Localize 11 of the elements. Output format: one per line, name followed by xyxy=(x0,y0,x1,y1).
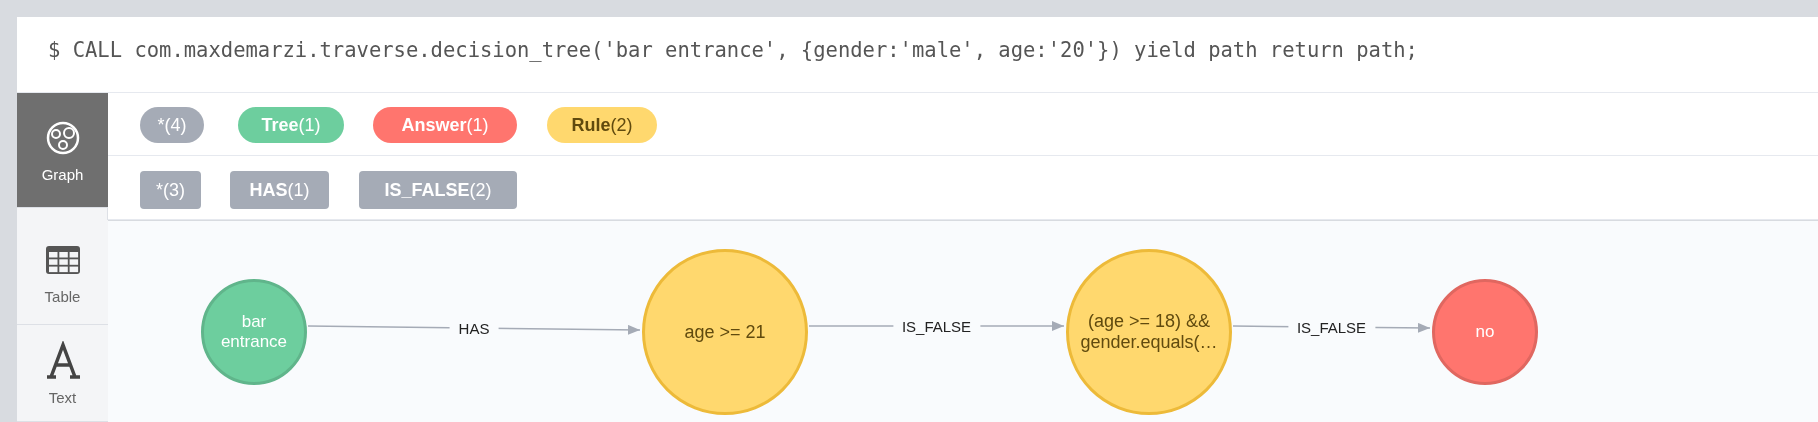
label-pill: *(4) xyxy=(140,107,204,143)
relationship-tag: IS_FALSE(2) xyxy=(359,171,517,209)
tab-label: Table xyxy=(44,287,81,305)
tab-label: Text xyxy=(48,388,77,406)
label-pill: Answer(1) xyxy=(373,107,517,143)
tab-label: Graph xyxy=(41,165,84,183)
label-pill: Tree(1) xyxy=(238,107,344,143)
label-pill: Rule(2) xyxy=(547,107,657,143)
relationship-tag: *(3) xyxy=(140,171,201,209)
query-text: $ CALL com.maxdemarzi.traverse.decision_tree('bar entrance', {gender:'male', age:'20'}) yield path return path; xyxy=(48,38,1418,62)
relationship-tag: HAS(1) xyxy=(230,171,329,209)
